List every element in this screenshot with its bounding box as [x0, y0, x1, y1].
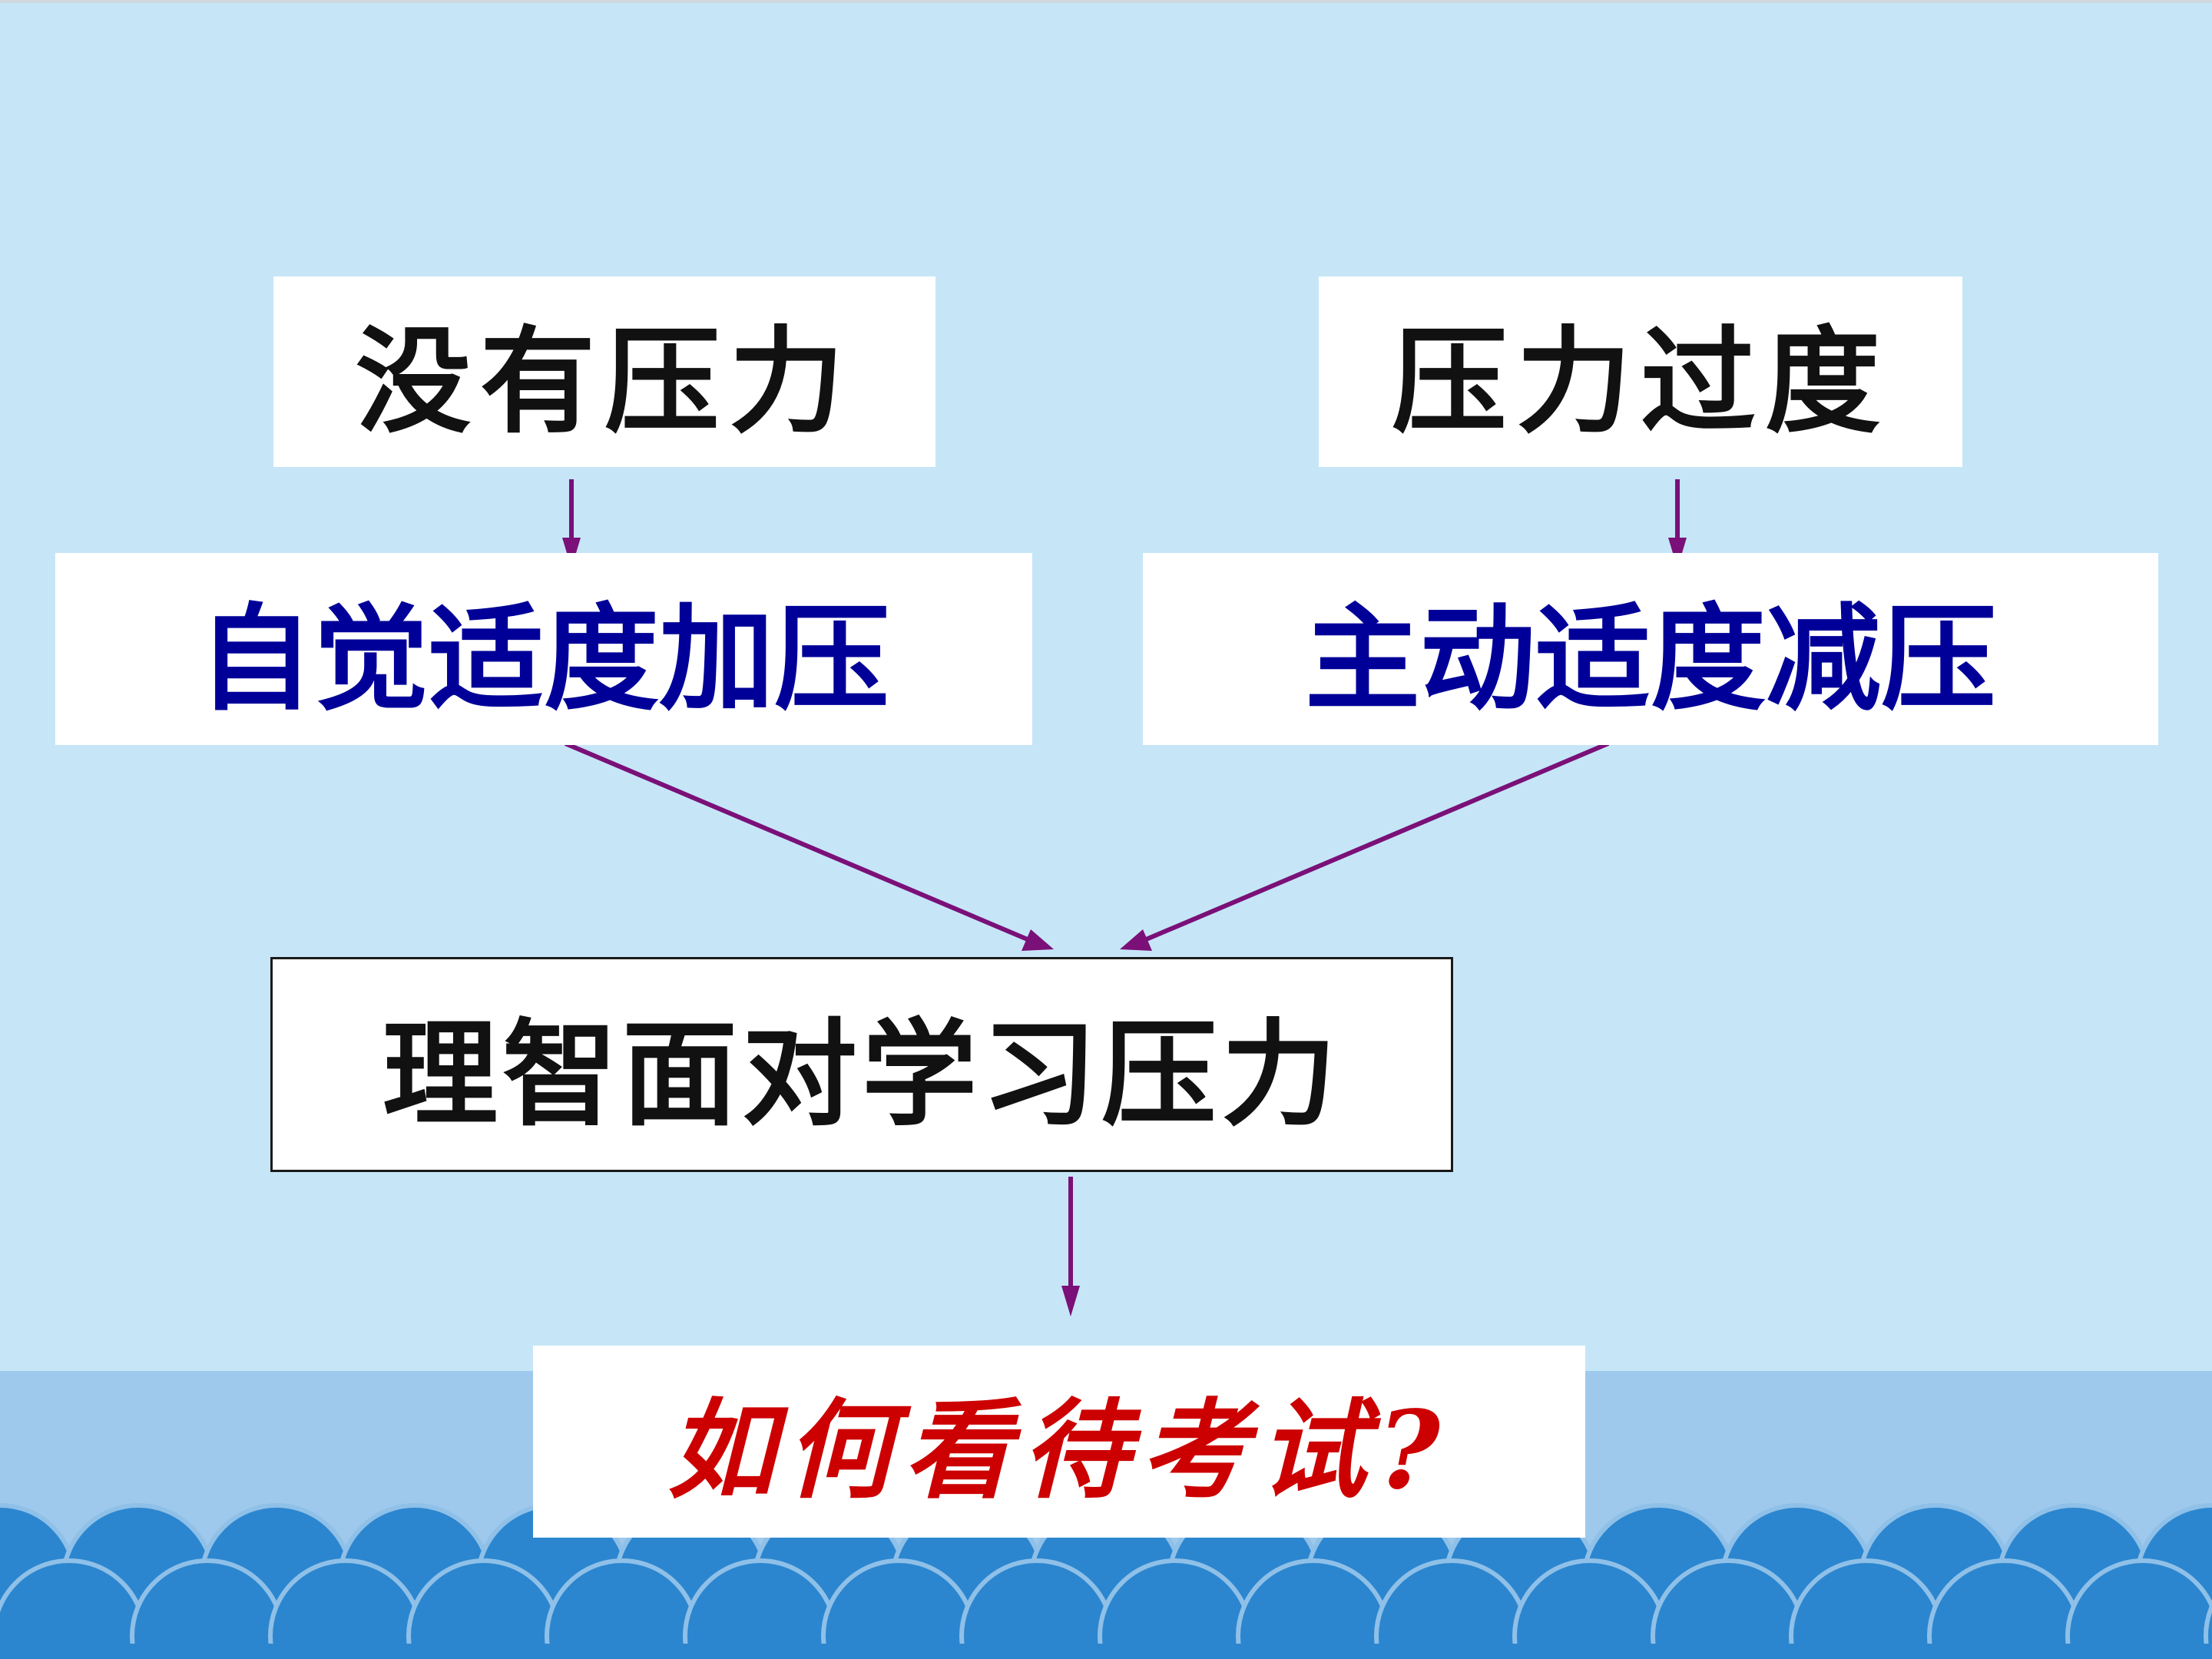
- arrowhead-reduce-to-rational: [1120, 929, 1152, 951]
- wave-base: [0, 1644, 2212, 1659]
- arrow-reduce-to-rational: [1143, 741, 1610, 942]
- top-edge-line: [0, 0, 2212, 3]
- arrowhead-rational-to-exam: [1061, 1286, 1080, 1316]
- arrowhead-add-to-rational: [1022, 929, 1054, 951]
- box-add-pressure: 自觉适度加压: [55, 553, 1032, 745]
- box-add-pressure-label: 自觉适度加压: [197, 591, 889, 727]
- box-rational-face-pressure: 理智面对学习压力: [270, 957, 1453, 1172]
- box-over-pressure: 压力过度: [1319, 276, 1962, 467]
- box-no-pressure: 没有压力: [273, 276, 935, 467]
- box-rational-label: 理智面对学习压力: [382, 1006, 1341, 1142]
- box-reduce-pressure: 主动适度减压: [1143, 553, 2158, 745]
- wave-scallop: [2065, 1558, 2212, 1659]
- box-over-pressure-label: 压力过度: [1391, 313, 1889, 449]
- arrow-add-to-rational: [564, 741, 1031, 942]
- box-exam-label: 如何看待考试?: [667, 1388, 1452, 1514]
- box-exam-question: 如何看待考试?: [533, 1346, 1585, 1538]
- box-no-pressure-label: 没有压力: [355, 313, 853, 449]
- box-reduce-pressure-label: 主动适度减压: [1304, 591, 1996, 727]
